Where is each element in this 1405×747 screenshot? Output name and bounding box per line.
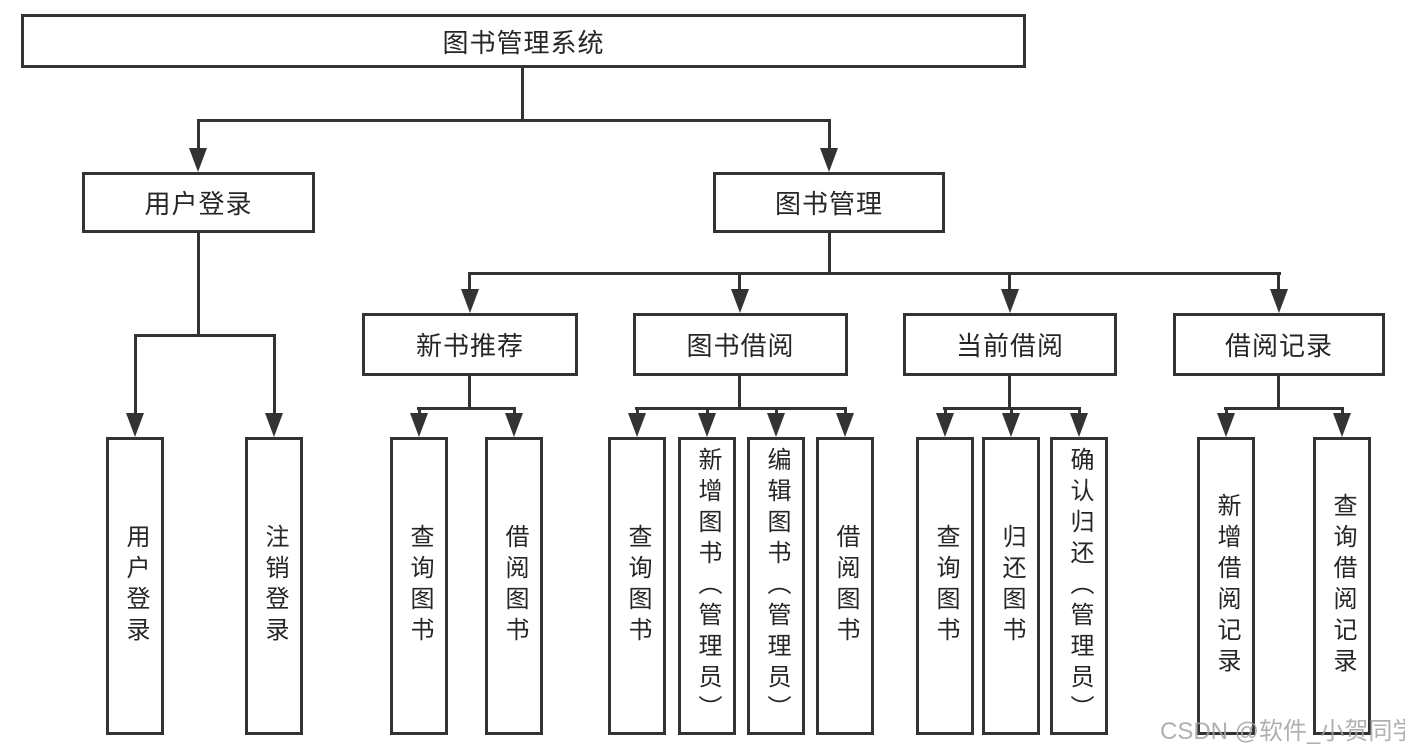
- arrow-down-icon: [767, 413, 785, 437]
- node-current-borrow: 当前借阅: [903, 313, 1117, 376]
- connector-group3-stem: [1008, 375, 1011, 409]
- node-book-borrow: 图书借阅: [633, 313, 848, 376]
- node-borrow-records: 借阅记录: [1173, 313, 1385, 376]
- connector-level1-hline: [197, 119, 831, 122]
- leaf-query-books-recommend: 查询图书: [390, 437, 448, 735]
- arrow-down-icon: [820, 148, 838, 172]
- connector-stem-leaf: [513, 407, 516, 415]
- arrow-down-icon: [1270, 289, 1288, 313]
- arrow-down-icon: [461, 289, 479, 313]
- arrow-down-icon: [836, 413, 854, 437]
- connector-stem-leaf: [706, 407, 709, 415]
- arrow-down-icon: [1217, 413, 1235, 437]
- connector-stem-leaf: [844, 407, 847, 415]
- leaf-add-borrow-record: 新增借阅记录: [1197, 437, 1255, 735]
- connector-stem-group: [468, 272, 471, 291]
- connector-stem-leaf: [1341, 407, 1344, 415]
- connector-group1-hline: [417, 407, 516, 410]
- arrow-down-icon: [731, 289, 749, 313]
- csdn-watermark: CSDN @软件_小贺同学: [1160, 718, 1405, 745]
- connector-root-stem: [521, 68, 524, 121]
- leaf-edit-books-admin: 编辑图书（管理员）: [747, 437, 805, 735]
- arrow-down-icon: [410, 413, 428, 437]
- connector-group2-hline: [635, 407, 847, 410]
- leaf-query-borrow-record: 查询借阅记录: [1313, 437, 1371, 735]
- connector-group2-stem: [738, 375, 741, 409]
- node-new-book-recommend: 新书推荐: [362, 313, 578, 376]
- connector-stem-group: [738, 272, 741, 291]
- connector-stem-leaf: [944, 407, 947, 415]
- connector-groups-hline: [468, 272, 1281, 275]
- leaf-borrow-books: 借阅图书: [816, 437, 874, 735]
- connector-stem-leaf: [636, 407, 639, 415]
- leaf-return-books: 归还图书: [982, 437, 1040, 735]
- connector-group1-stem: [468, 375, 471, 409]
- arrow-down-icon: [189, 148, 207, 172]
- connector-login-hline: [134, 334, 276, 337]
- connector-stem-group: [1008, 272, 1011, 291]
- leaf-confirm-return-admin: 确认归还（管理员）: [1050, 437, 1108, 735]
- arrow-down-icon: [265, 413, 283, 437]
- leaf-query-books-current: 查询图书: [916, 437, 974, 735]
- connector-stem-user-login: [197, 119, 200, 150]
- arrow-down-icon: [936, 413, 954, 437]
- connector-stem-leaf: [134, 334, 137, 415]
- leaf-borrow-books-recommend: 借阅图书: [485, 437, 543, 735]
- connector-stem-leaf: [1225, 407, 1228, 415]
- connector-stem-book-mgmt: [828, 119, 831, 150]
- arrow-down-icon: [1001, 289, 1019, 313]
- leaf-add-books-admin: 新增图书（管理员）: [678, 437, 736, 735]
- leaf-logout: 注销登录: [245, 437, 303, 735]
- connector-stem-leaf: [273, 334, 276, 415]
- node-book-management: 图书管理: [713, 172, 945, 233]
- connector-stem-leaf: [1010, 407, 1013, 415]
- connector-group4-hline: [1224, 407, 1344, 410]
- arrow-down-icon: [698, 413, 716, 437]
- connector-stem-leaf: [1078, 407, 1081, 415]
- node-user-login: 用户登录: [82, 172, 315, 233]
- leaf-query-books-borrow: 查询图书: [608, 437, 666, 735]
- connector-mgmt-stem: [828, 233, 831, 274]
- arrow-down-icon: [1002, 413, 1020, 437]
- arrow-down-icon: [126, 413, 144, 437]
- connector-login-stem: [197, 233, 200, 336]
- arrow-down-icon: [1070, 413, 1088, 437]
- arrow-down-icon: [1333, 413, 1351, 437]
- connector-stem-leaf: [775, 407, 778, 415]
- connector-stem-leaf: [418, 407, 421, 415]
- leaf-user-login: 用户登录: [106, 437, 164, 735]
- connector-stem-group: [1277, 272, 1280, 291]
- connector-group4-stem: [1277, 375, 1280, 409]
- node-library-system-root: 图书管理系统: [21, 14, 1026, 68]
- arrow-down-icon: [628, 413, 646, 437]
- arrow-down-icon: [505, 413, 523, 437]
